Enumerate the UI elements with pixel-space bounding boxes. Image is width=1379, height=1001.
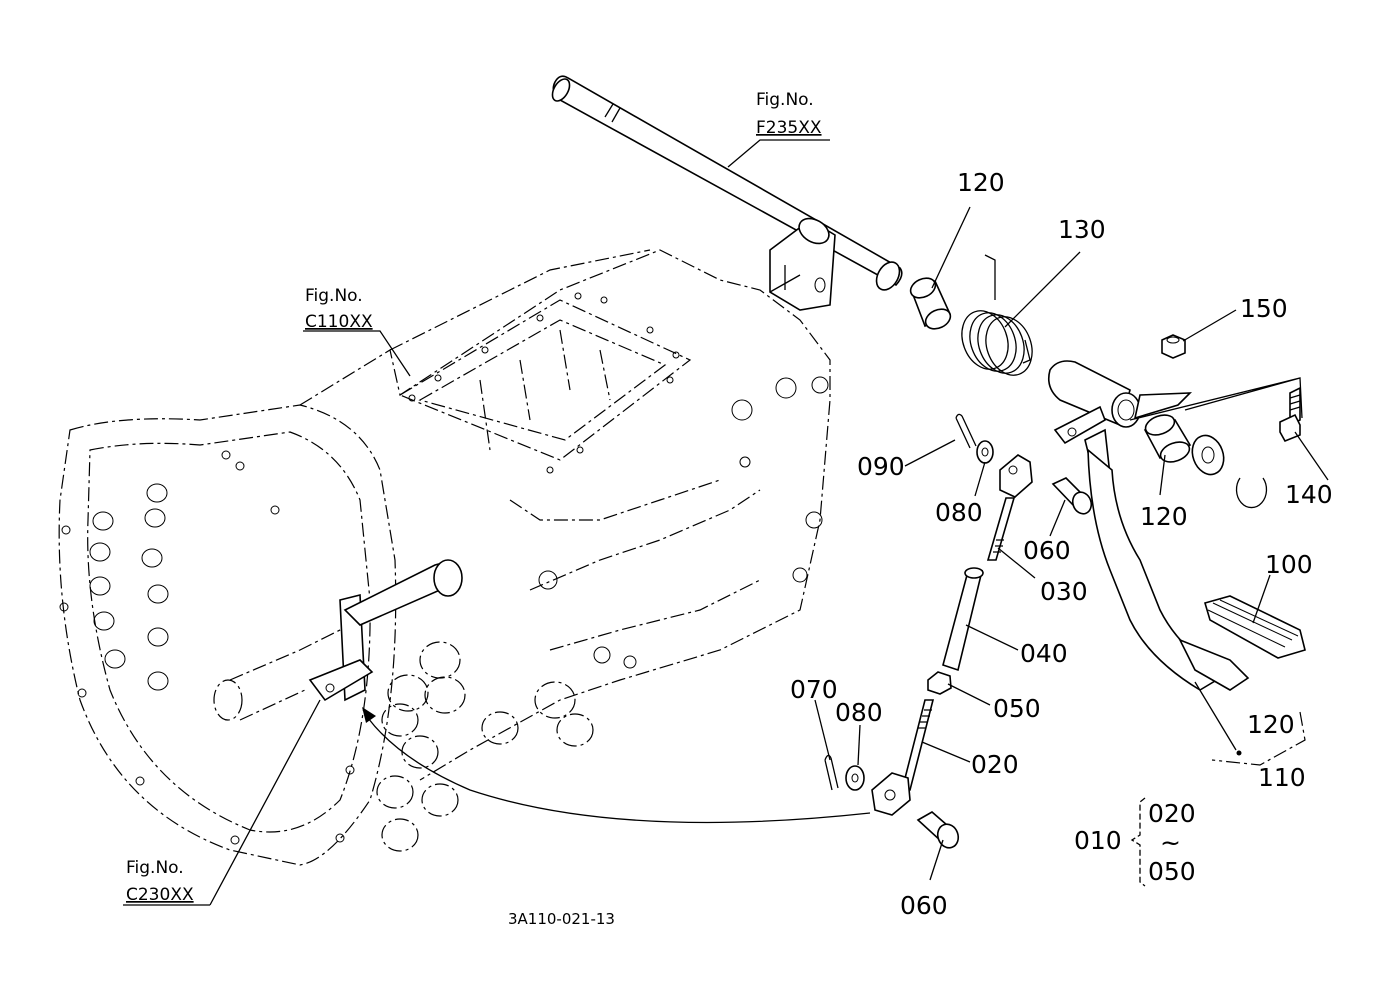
callout-110: 110	[1258, 763, 1306, 792]
washer-080-low	[845, 765, 865, 791]
callout-100: 100	[1265, 550, 1313, 579]
rod-020	[900, 699, 935, 791]
callout-140: 140	[1285, 480, 1333, 509]
bushing-120-top	[909, 277, 952, 330]
nut-150	[1161, 334, 1186, 359]
callout-120-mid: 120	[1140, 502, 1188, 531]
callout-080-top: 080	[935, 498, 983, 527]
callout-060-low: 060	[900, 891, 948, 920]
fig-ref-c110-line2: C110XX	[305, 312, 373, 332]
callout-090: 090	[857, 452, 905, 481]
assembly-arrow	[362, 707, 871, 824]
callout-030: 030	[1040, 577, 1088, 606]
fig-ref-c230-line2: C230XX	[126, 885, 194, 905]
rod-030	[986, 497, 1016, 561]
nut-050	[927, 671, 952, 695]
transmission-housing	[58, 249, 831, 866]
fig-ref-f235-line1: Fig.No.	[756, 90, 814, 110]
clevis-pin-060-low	[916, 811, 960, 849]
callout-120-low: 120	[1247, 710, 1295, 739]
release-lever	[308, 559, 463, 702]
callout-150: 150	[1240, 294, 1288, 323]
clevis-pin-060-top	[1051, 477, 1093, 515]
assembly-range-tilde: ~	[1160, 828, 1181, 857]
return-spring-130	[961, 254, 1033, 376]
clevis-top	[999, 454, 1033, 498]
callout-120-top: 120	[957, 168, 1005, 197]
washer-circlip	[1191, 434, 1268, 509]
callout-080-low: 080	[835, 698, 883, 727]
assembly-range-from: 020	[1148, 799, 1196, 828]
pedal-pad-100	[1204, 595, 1306, 659]
bushing-120-mid	[1143, 414, 1192, 463]
assembly-main-number: 010	[1074, 826, 1122, 855]
callout-060-top: 060	[1023, 536, 1071, 565]
fig-ref-c230-line1: Fig.No.	[126, 858, 184, 878]
clutch-pedal-110	[1047, 360, 1250, 691]
callout-040: 040	[1020, 639, 1068, 668]
fig-ref-f235-line2: F235XX	[756, 118, 822, 138]
cotter-pin-070	[824, 754, 839, 791]
callout-020: 020	[971, 750, 1019, 779]
clevis-low	[871, 772, 911, 816]
diagram-code: 3A110-021-13	[508, 910, 615, 928]
leader-lines	[123, 139, 1329, 906]
washer-080-top	[976, 440, 994, 464]
callout-130: 130	[1058, 215, 1106, 244]
callout-070: 070	[790, 675, 838, 704]
cotter-pin-090	[955, 413, 977, 449]
bolt-140	[1279, 386, 1301, 443]
turnbuckle-040	[942, 567, 984, 672]
callout-050: 050	[993, 694, 1041, 723]
fig-ref-c110-line1: Fig.No.	[305, 286, 363, 306]
assembly-range-to: 050	[1148, 857, 1196, 886]
clutch-shaft	[551, 75, 903, 311]
